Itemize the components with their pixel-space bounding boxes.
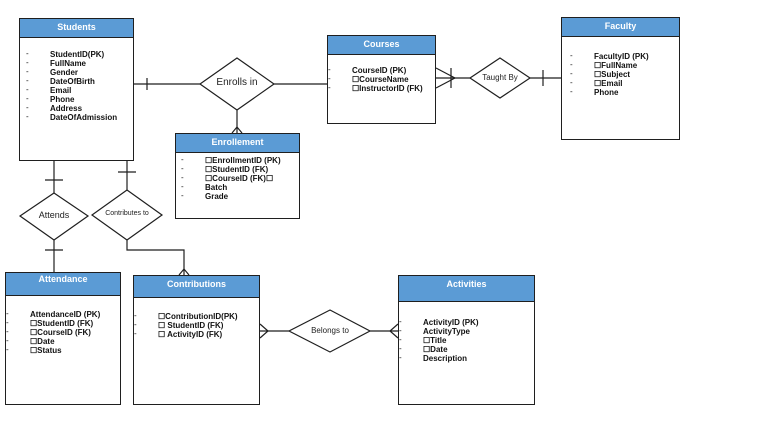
attribute-item: ☐CourseID (FK)☐ xyxy=(181,173,299,183)
attribute-item: ☐Title xyxy=(399,335,534,345)
taught-by-diamond xyxy=(468,57,532,99)
attribute-item: AttendanceID (PK) xyxy=(6,309,120,319)
attribute-item: ☐FullName xyxy=(570,60,679,70)
contributes-to-diamond xyxy=(90,189,164,241)
courses-entity: Courses CourseID (PK)☐CourseName☐Instruc… xyxy=(327,35,436,124)
attribute-item: Grade xyxy=(181,191,299,201)
contributes-to-label: Contributes to xyxy=(105,210,149,217)
attribute-item: StudentID(PK) xyxy=(26,49,133,59)
faculty-title: Faculty xyxy=(562,18,679,37)
faculty-attributes: FacultyID (PK)☐FullName☐Subject☐EmailPho… xyxy=(562,51,679,97)
enrollement-entity: Enrollement ☐EnrollmentID (PK)☐StudentID… xyxy=(175,133,300,219)
contributions-title: Contributions xyxy=(134,276,259,298)
attribute-item: Gender xyxy=(26,67,133,77)
attribute-item: DateOfBirth xyxy=(26,76,133,86)
attribute-item: ☐StudentID (FK) xyxy=(6,318,120,328)
attendance-entity: Attendance AttendanceID (PK)☐StudentID (… xyxy=(5,272,121,405)
attends-diamond xyxy=(18,192,90,241)
courses-title: Courses xyxy=(328,36,435,55)
enrollement-attributes: ☐EnrollmentID (PK)☐StudentID (FK)☐Course… xyxy=(176,155,299,201)
contributions-attributes: ☐ContributionID(PK)☐ StudentID (FK)☐ Act… xyxy=(134,311,259,339)
belongs-to-diamond xyxy=(287,309,372,353)
attribute-item: Phone xyxy=(26,94,133,104)
attribute-item: DateOfAdmission xyxy=(26,112,133,122)
belongs-to-label: Belongs to xyxy=(311,326,349,335)
faculty-entity: Faculty FacultyID (PK)☐FullName☐Subject☐… xyxy=(561,17,680,140)
attribute-item: ☐Date xyxy=(6,336,120,346)
attribute-item: ☐CourseName xyxy=(328,74,435,84)
students-title: Students xyxy=(20,19,133,38)
attribute-item: Phone xyxy=(570,87,679,97)
taught-by-label: Taught By xyxy=(482,73,518,82)
attribute-item: CourseID (PK) xyxy=(328,65,435,75)
enrolls-in-diamond xyxy=(198,57,276,111)
students-attributes: StudentID(PK)FullNameGenderDateOfBirthEm… xyxy=(20,49,133,122)
attribute-item: ☐Email xyxy=(570,78,679,88)
attribute-item: ☐ StudentID (FK) xyxy=(134,320,259,330)
attribute-item: FullName xyxy=(26,58,133,68)
attribute-item: ☐ ActivityID (FK) xyxy=(134,329,259,339)
attribute-item: ☐StudentID (FK) xyxy=(181,164,299,174)
attribute-item: Description xyxy=(399,353,534,363)
activities-title: Activities xyxy=(399,276,534,302)
attribute-item: Batch xyxy=(181,182,299,192)
enrolls-in-label: Enrolls in xyxy=(216,77,258,88)
attribute-item: ☐InstructorID (FK) xyxy=(328,83,435,93)
activities-entity: Activities ActivityID (PK)ActivityType☐T… xyxy=(398,275,535,405)
activities-attributes: ActivityID (PK)ActivityType☐Title☐DateDe… xyxy=(399,317,534,363)
students-entity: Students StudentID(PK)FullNameGenderDate… xyxy=(19,18,134,161)
attribute-item: ☐CourseID (FK) xyxy=(6,327,120,337)
attribute-item: ActivityType xyxy=(399,326,534,336)
attribute-item: ActivityID (PK) xyxy=(399,317,534,327)
attends-label: Attends xyxy=(38,210,70,220)
attendance-title: Attendance xyxy=(6,273,120,296)
attribute-item: ☐Date xyxy=(399,344,534,354)
attribute-item: ☐ContributionID(PK) xyxy=(134,311,259,321)
attribute-item: ☐Status xyxy=(6,345,120,355)
attribute-item: Email xyxy=(26,85,133,95)
attendance-attributes: AttendanceID (PK)☐StudentID (FK)☐CourseI… xyxy=(6,309,120,355)
attribute-item: ☐Subject xyxy=(570,69,679,79)
attribute-item: Address xyxy=(26,103,133,113)
enrollement-title: Enrollement xyxy=(176,134,299,153)
contributions-entity: Contributions ☐ContributionID(PK)☐ Stude… xyxy=(133,275,260,405)
courses-attributes: CourseID (PK)☐CourseName☐InstructorID (F… xyxy=(328,65,435,93)
attribute-item: FacultyID (PK) xyxy=(570,51,679,61)
attribute-item: ☐EnrollmentID (PK) xyxy=(181,155,299,165)
